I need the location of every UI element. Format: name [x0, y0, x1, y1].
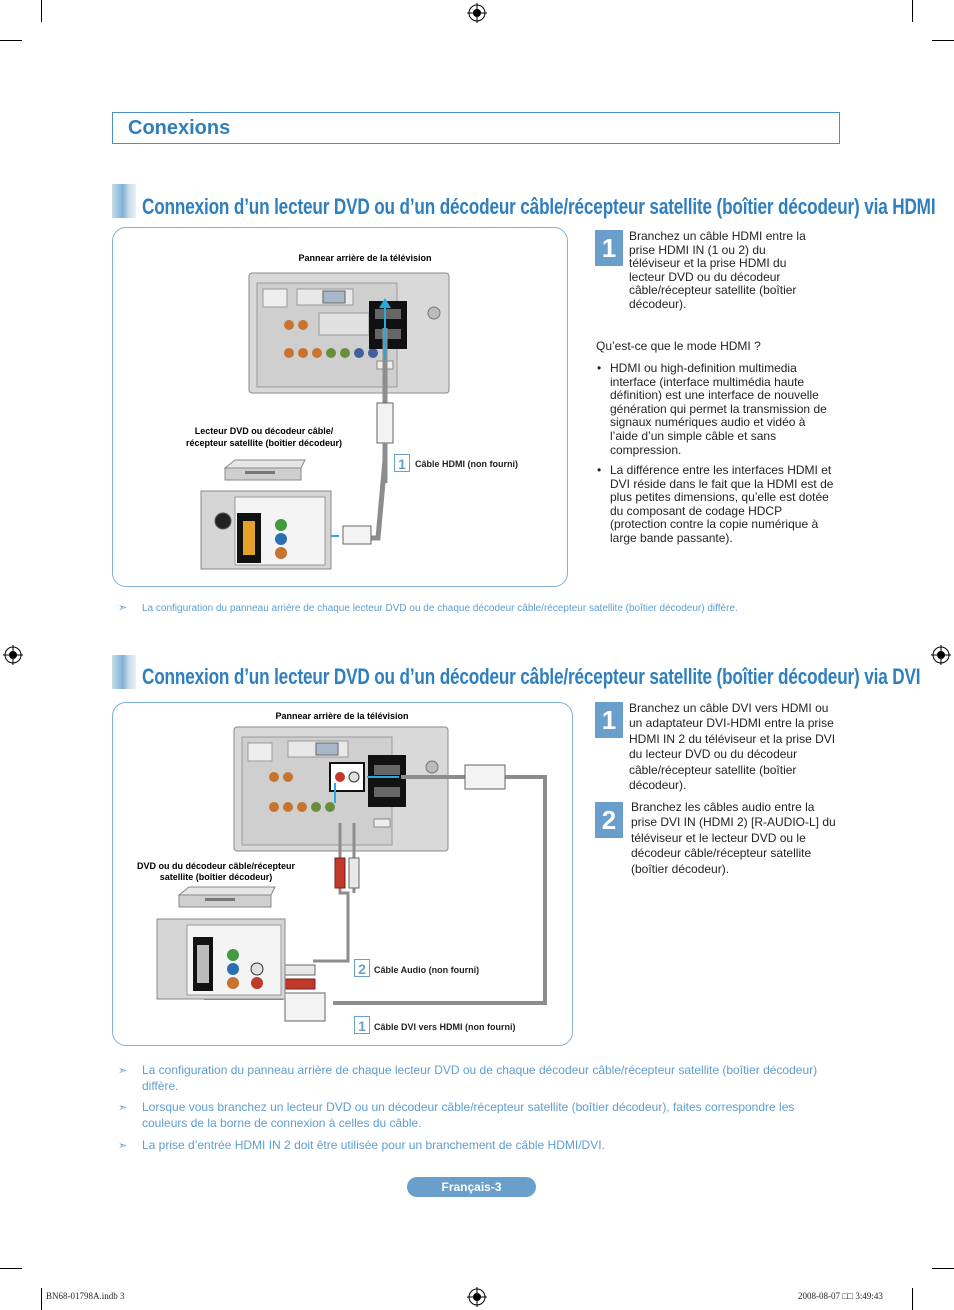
registration-mark-icon [467, 3, 487, 23]
step-number: 2 [595, 802, 623, 838]
note-text: La prise d’entrée HDMI IN 2 doit être ut… [142, 1138, 605, 1152]
note-text: Lorsque vous branchez un lecteur DVD ou … [142, 1100, 795, 1130]
bullet-item: La différence entre les interfaces HDMI … [610, 463, 834, 545]
bullet-mark: • [597, 361, 602, 375]
registration-mark-icon [931, 645, 951, 665]
dvd-device-icon [223, 459, 306, 481]
bullet-item: HDMI ou high-definition multimedia inter… [610, 361, 827, 457]
tv-panel-label: Pannear arrière de la télévision [298, 253, 431, 263]
note-text: La configuration du panneau arrière de c… [142, 603, 738, 614]
header-box [112, 112, 840, 144]
step-number: 1 [595, 702, 623, 738]
dvd-device-icon [177, 886, 276, 908]
bullet-mark: • [597, 463, 602, 477]
note-arrow-icon: ➣ [118, 1102, 128, 1114]
section-title-dvi: Connexion d’un lecteur DVD ou d’un décod… [142, 664, 921, 689]
crop-mark [41, 1288, 42, 1310]
hdmi-cable-label: Câble HDMI (non fourni) [415, 459, 518, 469]
device-back-panel [156, 918, 286, 1000]
cable-number-badge: 1 [354, 1016, 370, 1034]
page-number-badge: Français-3 [407, 1177, 536, 1197]
tv-back-panel [233, 726, 449, 852]
hdmi-question: Qu’est-ce que le mode HDMI ? [596, 339, 761, 353]
diagram-panel-dvi: Pannear arrière de la télévision DVD ou … [112, 702, 573, 1046]
crop-mark [912, 1288, 913, 1310]
section-bar [112, 655, 136, 689]
device-label-line2: satellite (boîtier décodeur) [160, 872, 273, 882]
step-text: Branchez un câble DVI vers HDMI ou un ad… [629, 701, 836, 793]
step-number: 1 [595, 230, 623, 266]
note-arrow-icon: ➣ [118, 1140, 128, 1152]
file-name: BN68-01798A.indb 3 [46, 1291, 125, 1301]
crop-mark [0, 1268, 22, 1269]
device-label-line2: récepteur satellite (boîtier décodeur) [186, 438, 342, 448]
crop-mark [932, 40, 954, 41]
device-back-panel [200, 490, 332, 570]
step-text: Branchez les câbles audio entre la prise… [631, 800, 836, 876]
crop-mark [932, 1268, 954, 1269]
page-title: Conexions [128, 117, 231, 139]
audio-cable-label: Câble Audio (non fourni) [374, 965, 480, 975]
diagram-panel-hdmi: Pannear arrière de la télévision Lecteur… [112, 227, 568, 587]
note-text: La configuration du panneau arrière de c… [142, 1063, 818, 1093]
cable-number-badge: 2 [354, 959, 370, 977]
cable-number-badge: 1 [394, 454, 410, 472]
note-arrow-icon: ➣ [118, 602, 128, 614]
crop-mark [912, 0, 913, 22]
hdmi-connection-diagram: Pannear arrière de la télévision Lecteur… [186, 253, 450, 570]
dvi-cable-label: Câble DVI vers HDMI (non fourni) [374, 1022, 516, 1032]
crop-mark [41, 0, 42, 22]
tv-back-panel [248, 272, 450, 394]
device-label-line1: Lecteur DVD ou décodeur câble/ [195, 426, 334, 436]
section-title-hdmi: Connexion d’un lecteur DVD ou d’un décod… [142, 194, 936, 219]
crop-mark [0, 40, 22, 41]
note-arrow-icon: ➣ [118, 1065, 128, 1077]
step-text: Branchez un câble HDMI entre la prise HD… [629, 229, 806, 311]
registration-mark-icon [467, 1287, 487, 1307]
section-bar [112, 184, 136, 218]
registration-mark-icon [3, 645, 23, 665]
print-date: 2008-08-07 □□ 3:49:43 [798, 1291, 883, 1301]
tv-panel-label: Pannear arrière de la télévision [275, 711, 408, 721]
device-label-line1: DVD ou du décodeur câble/récepteur [137, 861, 296, 871]
dvi-connection-diagram: Pannear arrière de la télévision DVD ou … [137, 711, 547, 1022]
